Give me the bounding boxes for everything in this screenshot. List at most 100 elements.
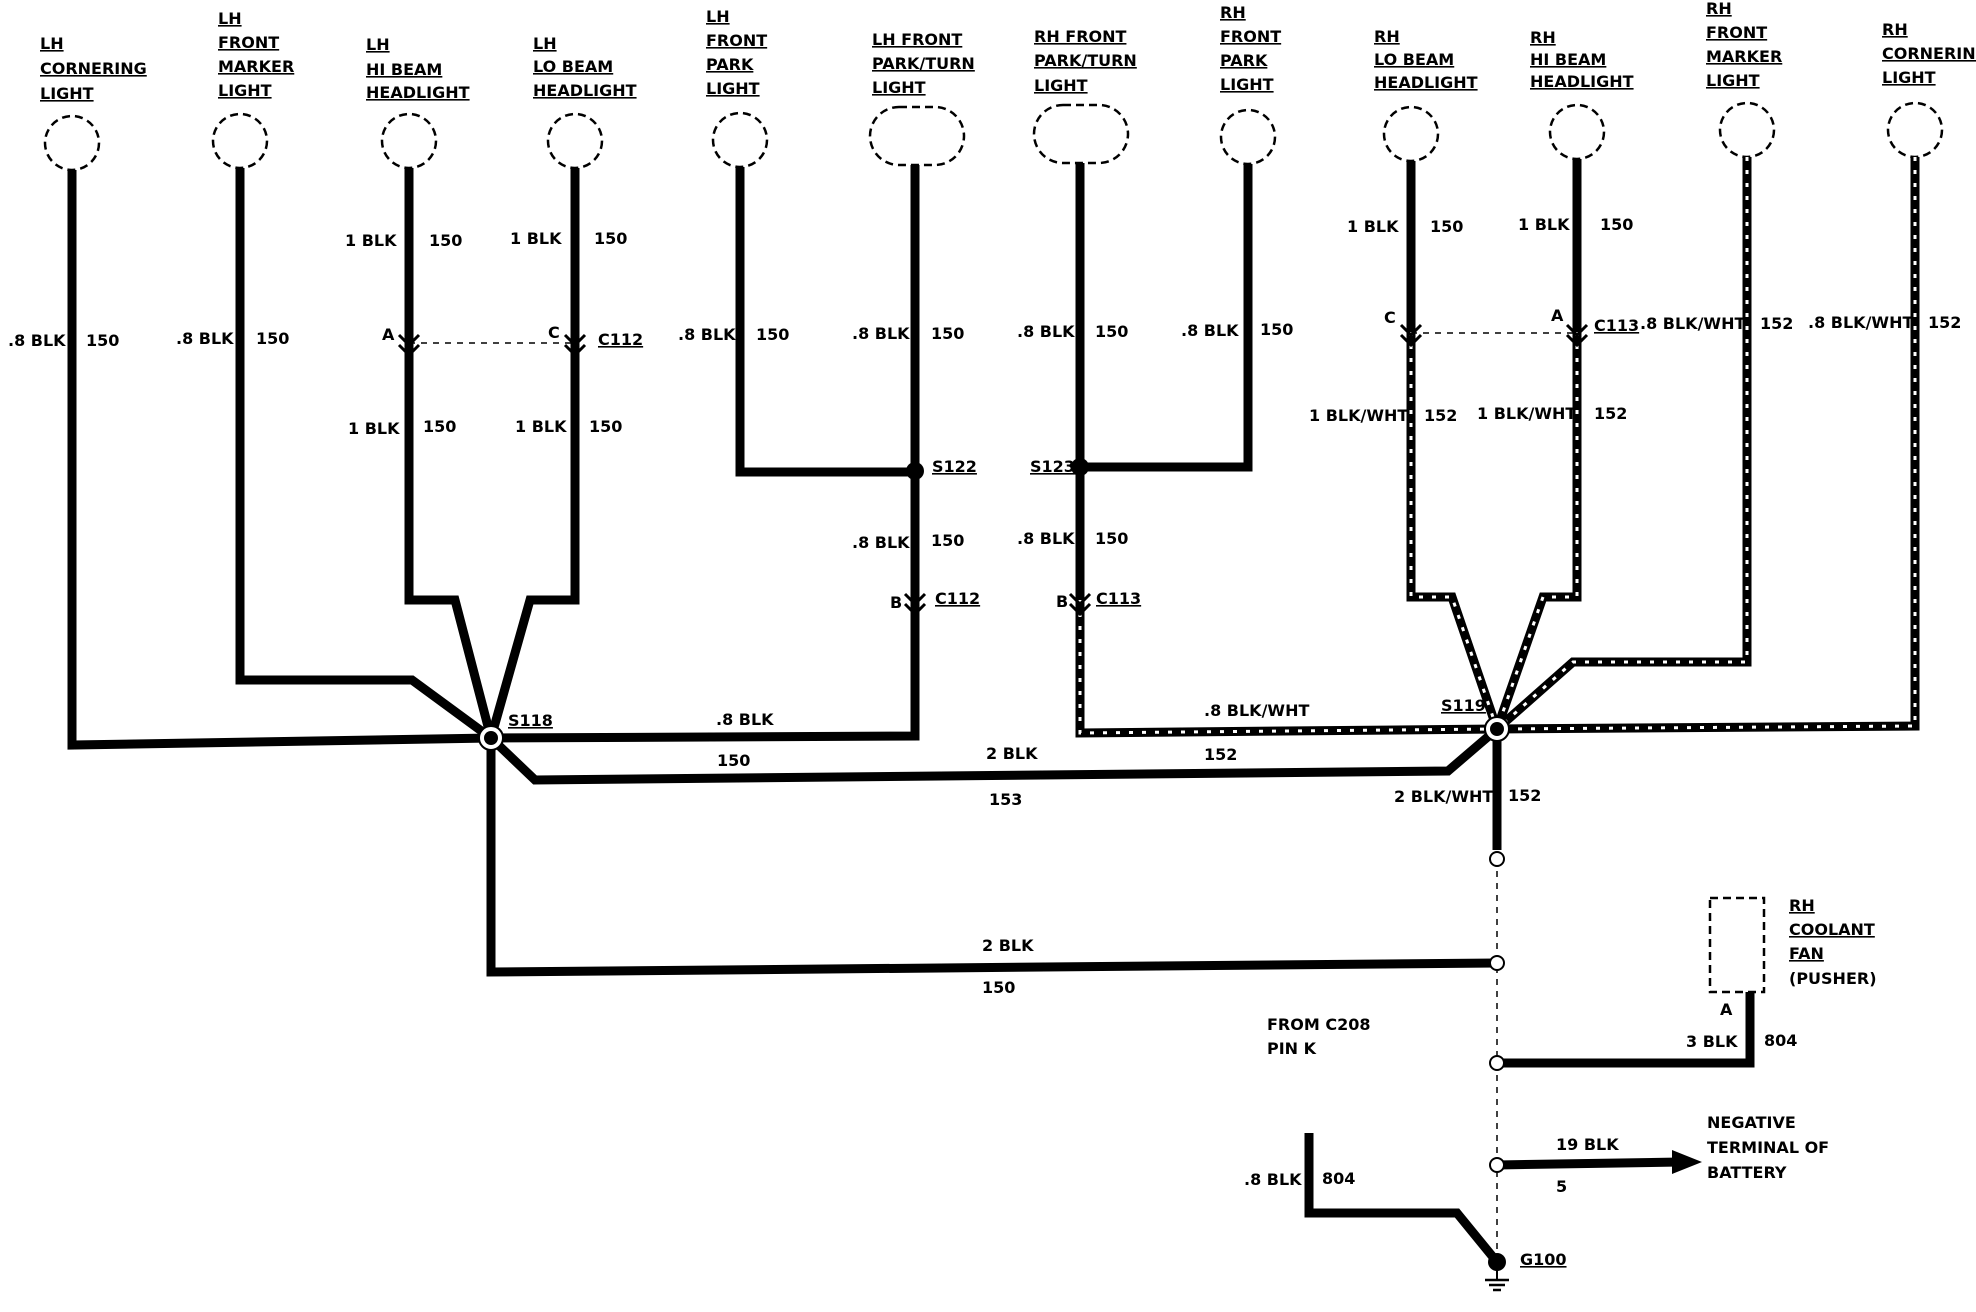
wire-coolant-fan xyxy=(1497,992,1755,1068)
wire-circuit-label: 152 xyxy=(1424,406,1457,425)
battery-note: BATTERY xyxy=(1707,1163,1787,1182)
wire-circuit-label: 804 xyxy=(1764,1031,1797,1050)
bus-node xyxy=(1489,851,1505,867)
from-c208-note: PIN K xyxy=(1267,1039,1317,1058)
wire-c208 xyxy=(1304,1133,1501,1265)
wire-circuit-label: 150 xyxy=(1095,322,1128,341)
wire-size-label: 1 BLK xyxy=(345,231,397,250)
wire-s118-s119 xyxy=(487,725,1500,785)
lh-front-park-turn-light: LH FRONT PARK/TURN LIGHT xyxy=(868,30,975,167)
component-title: FRONT xyxy=(706,31,767,50)
component-title: RH xyxy=(1706,0,1732,18)
lh-front-marker-light: LH FRONT MARKER LIGHT xyxy=(211,9,294,170)
wire-size-label: 1 BLK xyxy=(1347,217,1399,236)
wire-circuit-label: 150 xyxy=(589,417,622,436)
component-title: LH xyxy=(533,34,557,53)
component-title: LIGHT xyxy=(218,81,272,100)
arrow-right-icon xyxy=(1672,1150,1702,1174)
wire-circuit-label: 150 xyxy=(717,751,750,770)
component-title: LIGHT xyxy=(40,84,94,103)
wire-size-label: 2 BLK xyxy=(982,936,1034,955)
pin-label: C xyxy=(548,323,560,342)
black-white-wires xyxy=(1075,157,1920,738)
component-title: RH xyxy=(1789,896,1815,915)
component-title: LIGHT xyxy=(1034,76,1088,95)
wire-lh-hi-beam xyxy=(404,168,496,740)
c112-terminal-a xyxy=(397,333,421,358)
pin-label: C xyxy=(1384,308,1396,327)
wire-circuit-label: 150 xyxy=(1095,529,1128,548)
component-title: HEADLIGHT xyxy=(1530,72,1634,91)
wire-circuit-label: 5 xyxy=(1556,1177,1567,1196)
battery-note: TERMINAL OF xyxy=(1707,1138,1829,1157)
black-wires xyxy=(67,159,1755,1265)
wire-circuit-label: 150 xyxy=(1600,215,1633,234)
component-title: HI BEAM xyxy=(1530,50,1606,69)
wire-size-label: .8 BLK/WHT xyxy=(1808,313,1913,332)
component-title: RH xyxy=(1530,28,1556,47)
component-title: CORNERING xyxy=(1882,44,1976,63)
c113-terminal-a xyxy=(1565,323,1589,348)
wire-lh-front-marker xyxy=(235,168,494,742)
wire-size-label: .8 BLK xyxy=(1181,321,1239,340)
wire-size-label: 1 BLK/WHT xyxy=(1309,406,1408,425)
component-title: PARK xyxy=(706,55,754,74)
wire-labels: .8 BLK 150 .8 BLK 150 1 BLK 150 1 BLK 15… xyxy=(8,215,1961,1196)
rh-coolant-fan: RH COOLANT FAN (PUSHER) xyxy=(1708,896,1877,994)
bus-node xyxy=(1489,1157,1505,1173)
splice-s123-label: S123 xyxy=(1030,457,1075,476)
wire-size-label: .8 BLK xyxy=(176,329,234,348)
component-title: LO BEAM xyxy=(533,57,613,76)
rh-front-marker-light: RH FRONT MARKER LIGHT xyxy=(1706,0,1782,159)
splice-s119-label: S119 xyxy=(1441,696,1486,715)
component-title: LIGHT xyxy=(1882,68,1936,87)
component-title: LH xyxy=(218,9,242,28)
component-title: LIGHT xyxy=(706,79,760,98)
wire-size-label: 1 BLK xyxy=(348,419,400,438)
wire-size-label: 2 BLK xyxy=(986,744,1038,763)
wire-circuit-label: 150 xyxy=(256,329,289,348)
splice-s118-label: S118 xyxy=(508,711,553,730)
pin-label: A xyxy=(1720,1000,1733,1019)
wire-circuit-label: 150 xyxy=(1260,320,1293,339)
wire-rh-front-park xyxy=(1080,164,1253,472)
lh-hi-beam-headlight: LH HI BEAM HEADLIGHT xyxy=(366,35,470,170)
c113-terminal-c xyxy=(1399,323,1423,348)
battery-note: NEGATIVE xyxy=(1707,1113,1796,1132)
component-title: HEADLIGHT xyxy=(366,83,470,102)
wire-size-label: .8 BLK/WHT xyxy=(1204,701,1309,720)
component-title: FRONT xyxy=(218,33,279,52)
wire-circuit-label: 150 xyxy=(931,531,964,550)
component-title: COOLANT xyxy=(1789,920,1875,939)
component-title: MARKER xyxy=(1706,47,1782,66)
component-title: PARK/TURN xyxy=(872,54,975,73)
wire-size-label: .8 BLK xyxy=(716,710,774,729)
connector-c112-label: C112 xyxy=(598,330,643,349)
wire-size-label: 1 BLK/WHT xyxy=(1477,404,1576,423)
wire-circuit-label: 150 xyxy=(1430,217,1463,236)
wire-size-label: 1 BLK xyxy=(515,417,567,436)
connector-labels: A C C112 B C112 B C113 C A C113 A xyxy=(382,306,1733,1019)
wire-circuit-label: 150 xyxy=(756,325,789,344)
splice-s122 xyxy=(906,462,924,480)
ground-symbol-icon xyxy=(1485,1270,1509,1292)
wire-size-label: .8 BLK xyxy=(852,533,910,552)
component-title: FRONT xyxy=(1706,23,1767,42)
wire-size-label: 1 BLK xyxy=(510,229,562,248)
bus-node xyxy=(1489,1055,1505,1071)
connector-c112-label: C112 xyxy=(935,589,980,608)
wire-s118-ground-path xyxy=(486,738,1498,977)
splice-s123 xyxy=(1071,458,1089,476)
rh-front-park-light: RH FRONT PARK LIGHT xyxy=(1219,3,1281,166)
component-title: FAN xyxy=(1789,944,1824,963)
component-title: LH FRONT xyxy=(872,30,962,49)
wire-lh-front-park xyxy=(735,167,915,477)
wire-size-label: .8 BLK xyxy=(678,325,736,344)
wire-circuit-label: 150 xyxy=(86,331,119,350)
component-title: RH xyxy=(1220,3,1246,22)
rh-hi-beam-headlight: RH HI BEAM HEADLIGHT xyxy=(1530,28,1634,161)
pin-label: A xyxy=(1551,306,1564,325)
component-title: LO BEAM xyxy=(1374,50,1454,69)
wire-circuit-label: 150 xyxy=(982,978,1015,997)
